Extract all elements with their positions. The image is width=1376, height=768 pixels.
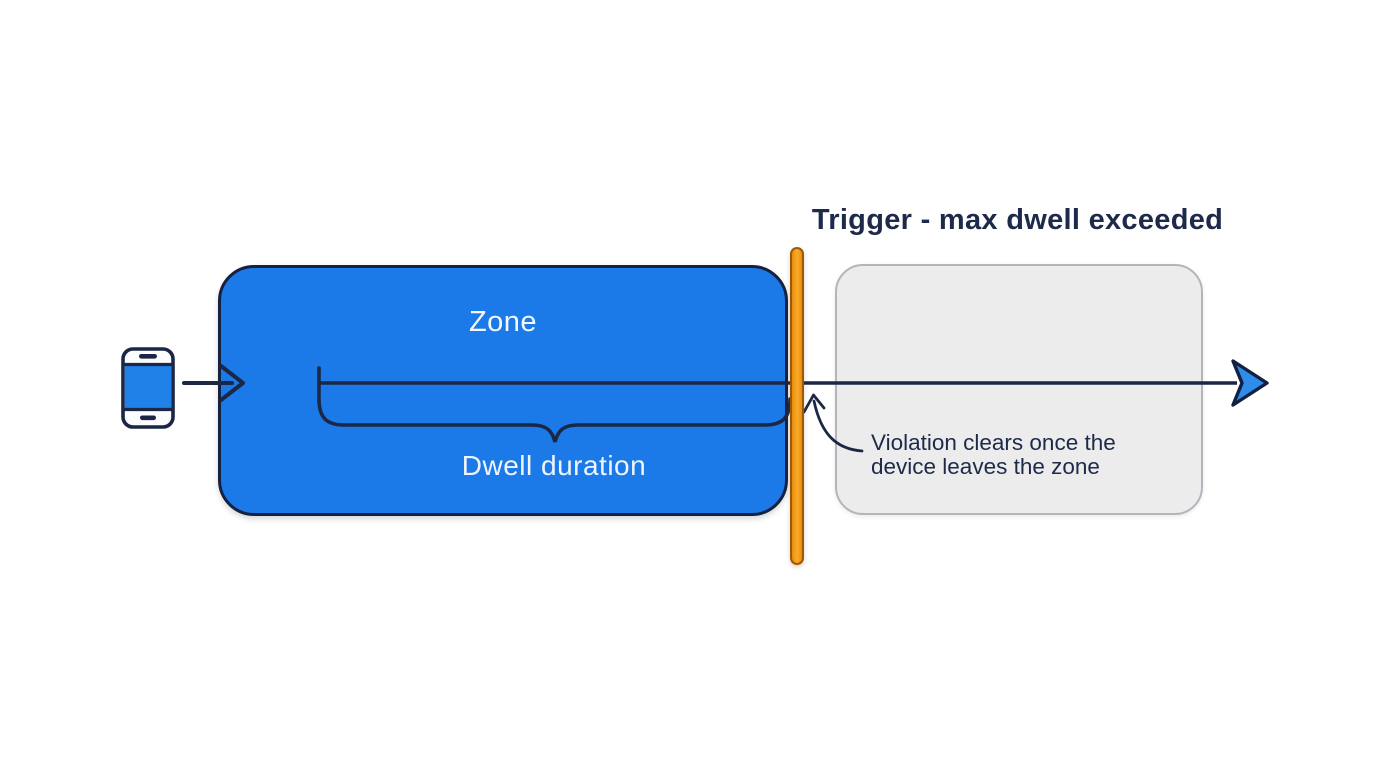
- violation-note: Violation clears once the device leaves …: [871, 430, 1116, 479]
- phone-screen: [124, 364, 172, 410]
- diagram-title: Trigger - max dwell exceeded: [811, 204, 1224, 236]
- zone-label: Zone: [468, 306, 538, 338]
- trigger-threshold-bar: [790, 247, 804, 565]
- after-zone-box: [835, 264, 1203, 515]
- zone-box: [218, 265, 788, 516]
- phone-icon: [120, 346, 176, 430]
- phone-home-button: [140, 415, 156, 421]
- phone-icon-graphic: [121, 347, 175, 429]
- phone-speaker: [139, 354, 157, 359]
- timeline-arrowhead-icon: [1231, 359, 1269, 407]
- dwell-duration-label: Dwell duration: [461, 450, 647, 481]
